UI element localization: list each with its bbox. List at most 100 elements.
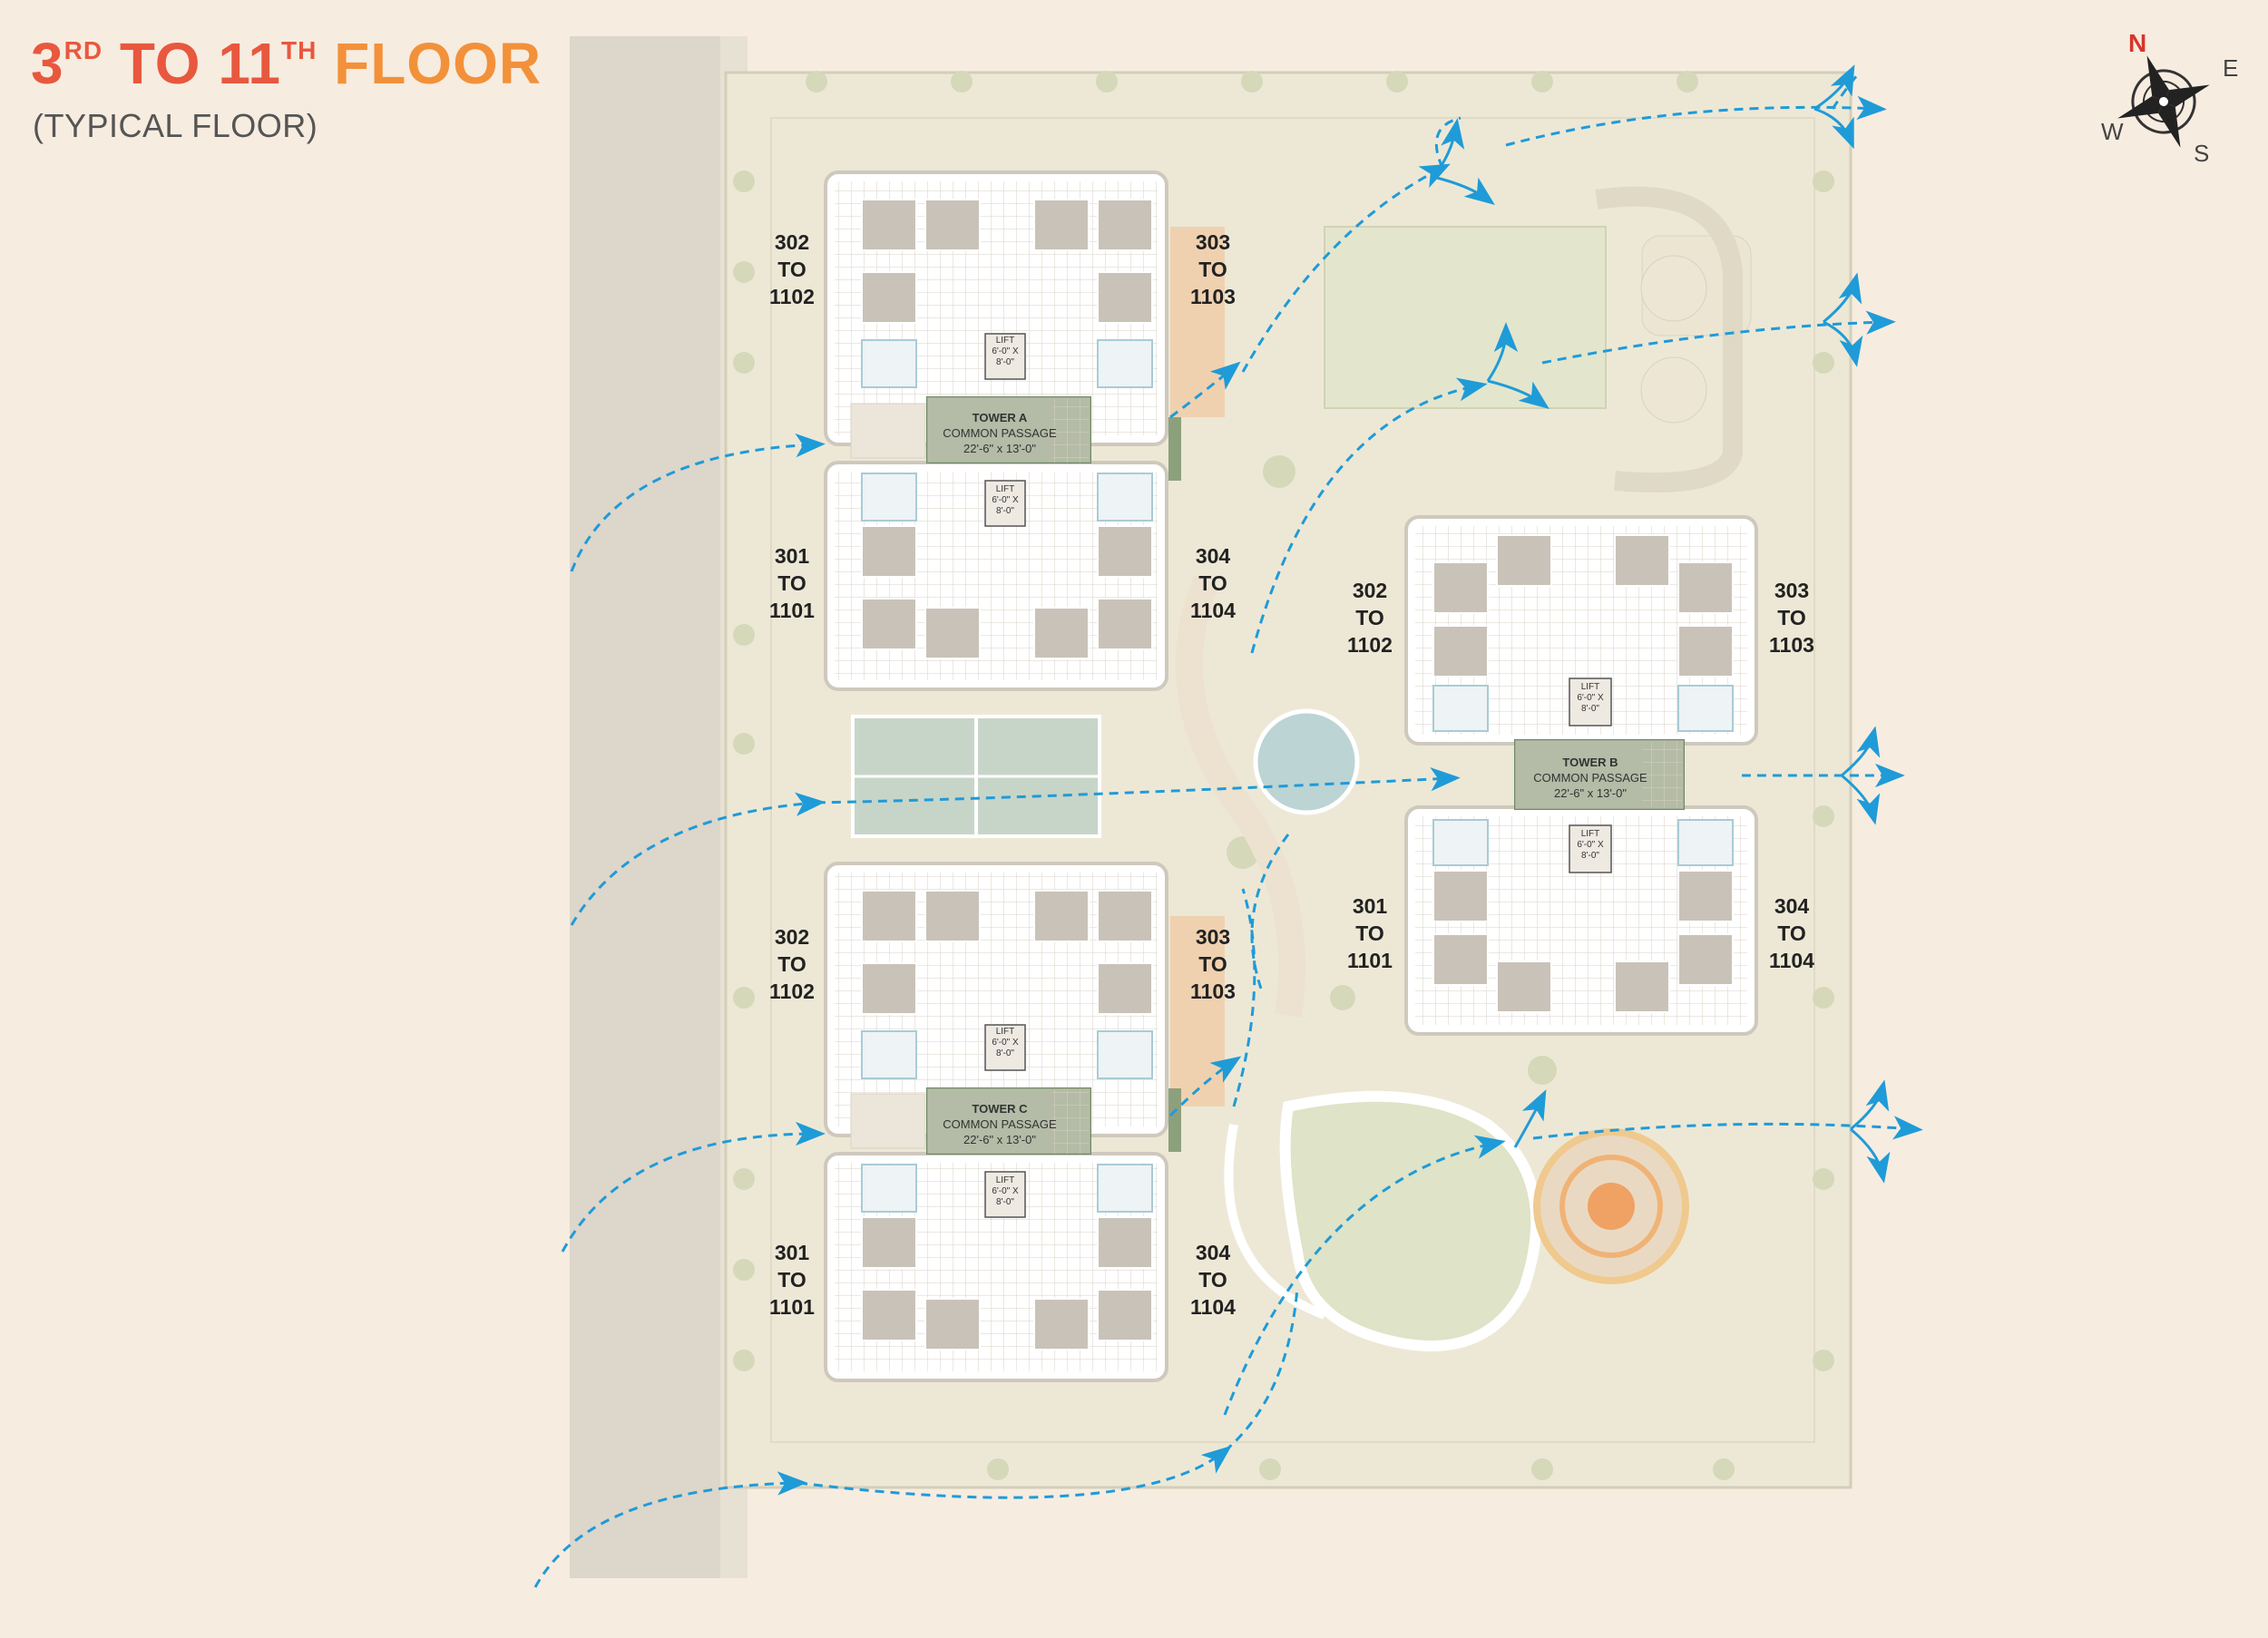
unit-from: 303 [1195,925,1231,949]
lift-height: 8'-0" [996,506,1014,516]
lift-label: LIFT 6'-0" X 8'-0" [985,336,1025,368]
unit-label-tower-c-301: 301 TO 1101 [738,1239,846,1321]
unit-from: 302 [1352,579,1388,602]
unit-to: TO [1777,606,1806,629]
unit-from: 302 [774,925,810,949]
wind-split-arrows [1432,64,1891,1184]
unit-from: 301 [1352,894,1388,918]
wind-flow-arrows [533,71,1923,1588]
unit-end: 1101 [769,1295,815,1319]
unit-to: TO [1777,921,1806,945]
unit-to: TO [1198,952,1227,976]
tower-name: TOWER C [972,1102,1028,1116]
unit-label-tower-c-302: 302 TO 1102 [738,923,846,1005]
passage-label: COMMON PASSAGE [943,426,1057,440]
tower-name: TOWER B [1562,756,1618,769]
tower-a-label: TOWER A COMMON PASSAGE 22'-6" x 13'-0" [918,410,1081,456]
passage-size: 22'-6" x 13'-0" [963,442,1036,455]
lift-label: LIFT 6'-0" X 8'-0" [985,484,1025,517]
compass-east: E [2223,54,2239,82]
lift-title: LIFT [995,1027,1015,1037]
lift-title: LIFT [995,1175,1015,1185]
unit-to: TO [777,571,807,595]
unit-label-tower-a-302: 302 TO 1102 [738,229,846,310]
passage-label: COMMON PASSAGE [1533,771,1647,785]
lift-height: 8'-0" [996,1048,1014,1058]
lift-height: 8'-0" [1581,704,1599,714]
tower-a [824,171,1225,691]
unit-to: TO [777,952,807,976]
title-superscript: TH [280,36,318,64]
wind-arrow [1223,1135,1506,1416]
unit-from: 304 [1195,1241,1231,1264]
compass-west: W [2101,118,2124,145]
lift-title: LIFT [995,484,1015,494]
unit-end: 1101 [769,599,815,622]
wind-arrow [1241,163,1451,373]
lift-width: 6'-0" X [992,1038,1019,1048]
wind-arrow [816,766,1461,804]
unit-end: 1103 [1190,285,1236,308]
unit-end: 1104 [1190,599,1236,622]
lift-width: 6'-0" X [1577,693,1604,703]
lift-height: 8'-0" [1581,851,1599,861]
unit-to: TO [1198,1268,1227,1292]
lift-title: LIFT [995,336,1015,346]
unit-label-tower-c-303: 303 TO 1103 [1158,923,1267,1005]
wind-arrow [1505,95,1887,147]
lift-label: LIFT 6'-0" X 8'-0" [985,1027,1025,1059]
unit-end: 1103 [1769,633,1814,657]
unit-from: 301 [774,544,810,568]
lift-width: 6'-0" X [992,346,1019,356]
tower-c [824,862,1225,1382]
passage-size: 22'-6" x 13'-0" [1554,786,1627,800]
compass-north: N [2128,29,2147,57]
unit-end: 1101 [1347,949,1393,972]
unit-end: 1102 [769,980,815,1003]
unit-label-tower-a-303: 303 TO 1103 [1158,229,1267,310]
unit-label-tower-c-304: 304 TO 1104 [1158,1239,1267,1321]
lift-height: 8'-0" [996,357,1014,367]
unit-end: 1103 [1190,980,1236,1003]
tower-name: TOWER A [972,411,1028,424]
unit-to: TO [777,258,807,281]
lift-height: 8'-0" [996,1197,1014,1207]
wind-arrow [570,433,826,572]
road [570,36,720,1578]
lift-title: LIFT [1580,682,1600,692]
play-lawn [1324,226,1607,409]
unit-end: 1104 [1769,949,1814,972]
wind-arrow [561,1121,826,1253]
unit-from: 303 [1195,230,1231,254]
wind-arrow [1224,1287,1299,1453]
compass: N E S W [2087,27,2250,172]
wind-arrow [1434,116,1461,169]
unit-end: 1102 [769,285,815,308]
unit-label-tower-b-304: 304 TO 1104 [1737,892,1846,974]
wind-arrow [570,792,826,926]
lift-label: LIFT 6'-0" X 8'-0" [985,1175,1025,1208]
lift-label: LIFT 6'-0" X 8'-0" [1570,682,1610,715]
lift-title: LIFT [1580,829,1600,839]
lift-label: LIFT 6'-0" X 8'-0" [1570,829,1610,862]
unit-end: 1104 [1190,1295,1236,1319]
unit-to: TO [1355,606,1384,629]
tower-c-label: TOWER C COMMON PASSAGE 22'-6" x 13'-0" [918,1101,1081,1147]
wind-arrow [1169,361,1241,419]
lift-width: 6'-0" X [1577,840,1604,850]
garden-loop [1279,1090,1542,1351]
unit-from: 302 [774,230,810,254]
unit-to: TO [1355,921,1384,945]
unit-to: TO [1198,258,1227,281]
title-range: TO 11 [119,31,281,96]
tower-b-label: TOWER B COMMON PASSAGE 22'-6" x 13'-0" [1509,755,1672,801]
unit-label-tower-b-302: 302 TO 1102 [1315,577,1424,658]
unit-from: 301 [774,1241,810,1264]
swimming-pool [1253,708,1360,815]
compass-rose-icon [2117,55,2210,148]
unit-end: 1102 [1347,633,1393,657]
unit-from: 304 [1774,894,1810,918]
wind-arrow [1168,1056,1242,1117]
page-subtitle: (TYPICAL FLOOR) [33,107,318,144]
